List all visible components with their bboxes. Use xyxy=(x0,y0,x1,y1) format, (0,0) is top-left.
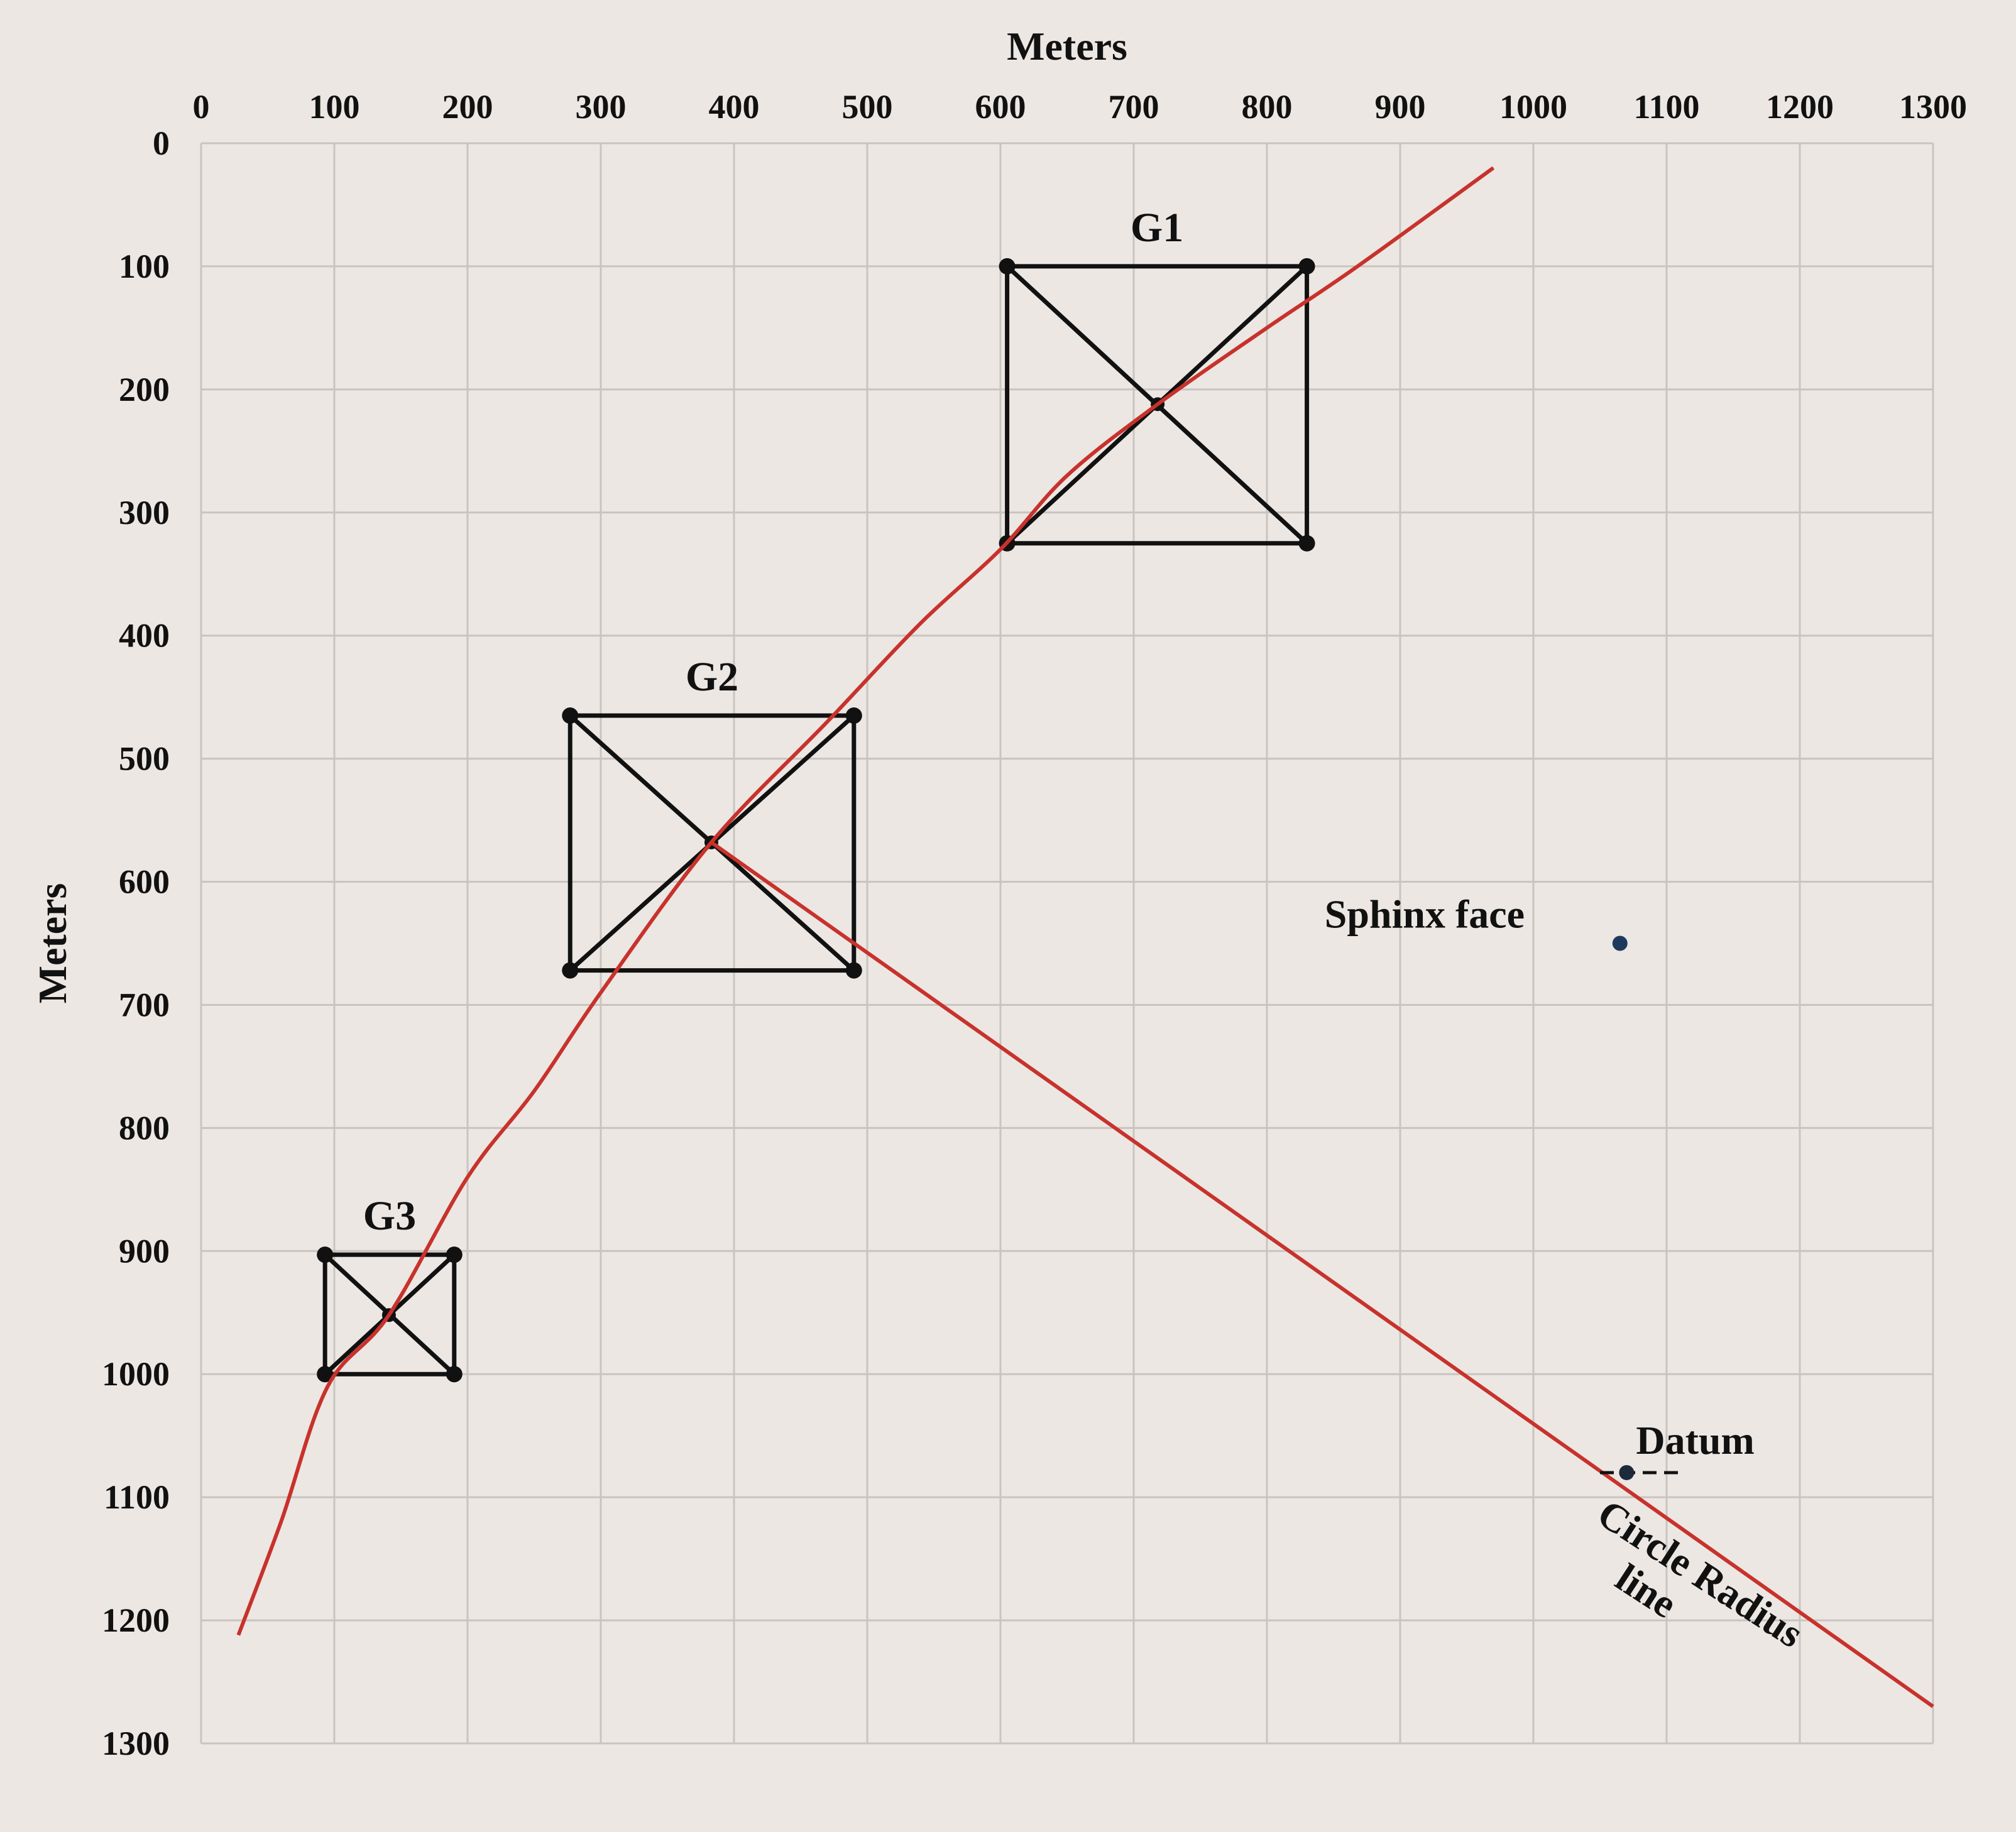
y-axis-title: Meters xyxy=(30,883,75,1004)
x-tick-label: 900 xyxy=(1375,88,1426,126)
pyramid-label: G2 xyxy=(686,654,738,700)
y-tick-label: 1200 xyxy=(102,1601,170,1639)
x-tick-label: 800 xyxy=(1242,88,1293,126)
pyramid-corner-point xyxy=(446,1246,463,1263)
y-tick-label: 1000 xyxy=(102,1355,170,1393)
x-tick-label: 400 xyxy=(709,88,760,126)
pyramid-corner-point xyxy=(845,707,862,724)
x-axis-title: Meters xyxy=(1007,24,1127,68)
alignment-curve xyxy=(236,166,1495,1636)
pyramid-label: G3 xyxy=(363,1193,416,1239)
y-tick-label: 300 xyxy=(119,494,170,532)
pyramid-g2: G2 xyxy=(562,654,862,979)
y-tick-label: 1300 xyxy=(102,1725,170,1762)
y-tick-label: 500 xyxy=(119,740,170,778)
y-tick-label: 1100 xyxy=(104,1478,170,1516)
y-tick-label: 200 xyxy=(119,371,170,408)
y-tick-label: 700 xyxy=(119,986,170,1023)
pyramid-corner-point xyxy=(317,1246,334,1263)
x-tick-label: 300 xyxy=(576,88,627,126)
x-tick-label: 1100 xyxy=(1633,88,1699,126)
y-tick-label: 600 xyxy=(119,863,170,901)
pyramid-corner-point xyxy=(1298,258,1315,275)
pyramid-corner-point xyxy=(317,1366,334,1383)
x-tick-label: 100 xyxy=(309,88,360,126)
y-tick-label: 100 xyxy=(119,248,170,285)
y-tick-label: 400 xyxy=(119,617,170,655)
pyramid-label: G1 xyxy=(1131,205,1183,251)
grid xyxy=(200,142,1934,1745)
x-tick-label: 1000 xyxy=(1499,88,1567,126)
y-tick-label: 800 xyxy=(119,1109,170,1147)
x-tick-label: 500 xyxy=(842,88,893,126)
sphinx-face-label: Sphinx face xyxy=(1325,892,1525,937)
x-tick-label: 600 xyxy=(975,88,1026,126)
x-tick-label: 1200 xyxy=(1766,88,1834,126)
pyramid-corner-point xyxy=(845,962,862,979)
y-tick-label: 0 xyxy=(153,124,170,162)
circle-radius-line xyxy=(710,841,1934,1708)
circle-radius-label: Circle Radius line xyxy=(1590,1491,1811,1656)
datum-label: Datum xyxy=(1636,1418,1754,1463)
x-tick-label: 1300 xyxy=(1899,88,1967,126)
pyramid-corner-point xyxy=(999,258,1016,275)
pyramid-corner-point xyxy=(562,707,579,724)
pyramid-corner-point xyxy=(562,962,579,979)
pyramid-corner-point xyxy=(1298,535,1315,552)
x-tick-label: 700 xyxy=(1109,88,1159,126)
pyramid-corner-point xyxy=(446,1366,463,1383)
sphinx-face-point xyxy=(1612,935,1628,951)
datum-point xyxy=(1619,1464,1635,1480)
x-tick-label: 200 xyxy=(442,88,493,126)
y-tick-label: 900 xyxy=(119,1232,170,1270)
x-tick-label: 0 xyxy=(193,88,210,126)
